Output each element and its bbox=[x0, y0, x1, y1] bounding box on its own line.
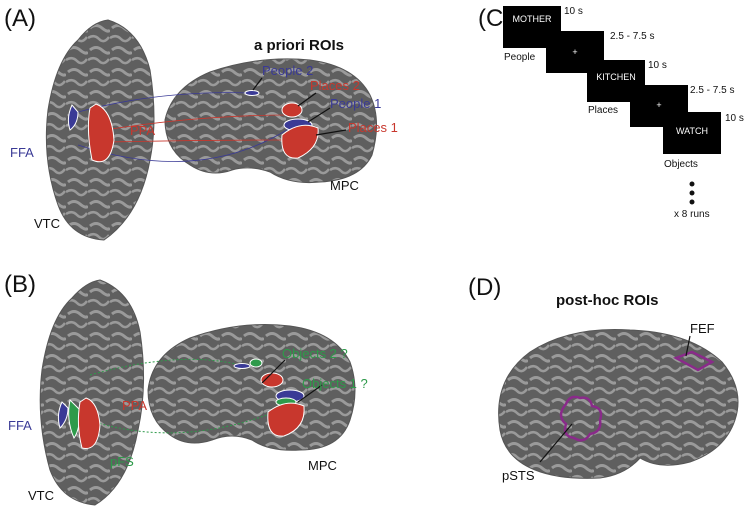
arrow bbox=[685, 335, 691, 357]
arrow bbox=[297, 384, 323, 403]
lateral-brain bbox=[498, 329, 739, 479]
places2-roi bbox=[281, 102, 303, 118]
trial-word: + bbox=[572, 47, 577, 57]
panel-b: (B) Objects 2 ? Objects 1 ? FFA PPA pFS … bbox=[4, 271, 368, 506]
panel-a-title: a priori ROIs bbox=[254, 37, 344, 54]
arrow bbox=[539, 423, 573, 463]
places2-label: Places 2 bbox=[310, 78, 360, 93]
connector-line bbox=[107, 139, 286, 143]
mpc-label-a: MPC bbox=[330, 178, 359, 193]
trial-duration: 10 s bbox=[648, 60, 667, 71]
trial-box bbox=[663, 112, 721, 154]
trial-duration: 10 s bbox=[564, 6, 583, 17]
vtc-label-b: VTC bbox=[28, 488, 54, 503]
psts-roi bbox=[559, 395, 603, 442]
connector-line bbox=[104, 114, 291, 131]
panel-a-label: (A) bbox=[4, 5, 36, 32]
places1-roi bbox=[281, 124, 319, 159]
mpc-brain-a bbox=[164, 58, 377, 183]
pfs-label: pFS bbox=[110, 454, 134, 469]
trial-word: MOTHER bbox=[513, 14, 552, 24]
trial-word: WATCH bbox=[676, 126, 708, 136]
mpc-label-b: MPC bbox=[308, 458, 337, 473]
trial-word: KITCHEN bbox=[596, 72, 636, 82]
objects2-label: Objects 2 ? bbox=[282, 346, 348, 361]
people2-roi bbox=[244, 90, 260, 96]
places1-roi-b bbox=[267, 402, 305, 437]
connector-line bbox=[89, 358, 241, 376]
ffa-label-b: FFA bbox=[8, 418, 32, 433]
ffa-roi-b bbox=[57, 401, 69, 429]
objects1-label: Objects 1 ? bbox=[302, 376, 368, 391]
trial-category: Objects bbox=[664, 159, 698, 170]
ppa-label-a: PPA bbox=[130, 123, 155, 138]
ppa-label-b: PPA bbox=[122, 398, 147, 413]
psts-label: pSTS bbox=[502, 468, 535, 483]
trial-duration: 10 s bbox=[725, 113, 744, 124]
arrow bbox=[297, 92, 317, 107]
panel-a: (A) a priori ROIs People 2 Places 2 Peop… bbox=[4, 5, 398, 241]
arrow bbox=[315, 129, 347, 136]
ppa-roi-a bbox=[87, 103, 115, 163]
fef-label: FEF bbox=[690, 321, 715, 336]
continuation-dot bbox=[689, 181, 695, 187]
arrow bbox=[307, 107, 331, 123]
vtc-brain-b bbox=[39, 279, 145, 506]
panel-c: (C) MOTHER 10 s People + 2.5 - 7.5 s KIT… bbox=[478, 5, 744, 220]
trial-word: + bbox=[656, 100, 661, 110]
ffa-roi-a bbox=[67, 104, 79, 131]
arrow bbox=[261, 359, 286, 384]
trial-duration: 2.5 - 7.5 s bbox=[610, 31, 654, 42]
trial-category: People bbox=[504, 52, 536, 63]
people2-label: People 2 bbox=[262, 63, 313, 78]
ppa-roi-b bbox=[77, 397, 101, 450]
panel-b-label: (B) bbox=[4, 271, 36, 298]
places1-label: Places 1 bbox=[348, 120, 398, 135]
trial-category: Places bbox=[588, 105, 618, 116]
continuation-dot bbox=[689, 199, 695, 205]
panel-d: (D) post-hoc ROIs FEF pSTS bbox=[468, 274, 739, 483]
panel-d-title: post-hoc ROIs bbox=[556, 292, 659, 309]
panel-d-label: (D) bbox=[468, 274, 501, 301]
vtc-label-a: VTC bbox=[34, 216, 60, 231]
continuation-dot bbox=[689, 190, 695, 196]
objects2-roi bbox=[249, 358, 263, 368]
people2-roi-b bbox=[233, 363, 251, 369]
trial-duration: 2.5 - 7.5 s bbox=[690, 85, 734, 96]
people1-label: People 1 bbox=[330, 96, 381, 111]
ffa-label-a: FFA bbox=[10, 145, 34, 160]
arrow bbox=[252, 77, 263, 91]
runs-label: x 8 runs bbox=[674, 209, 710, 220]
